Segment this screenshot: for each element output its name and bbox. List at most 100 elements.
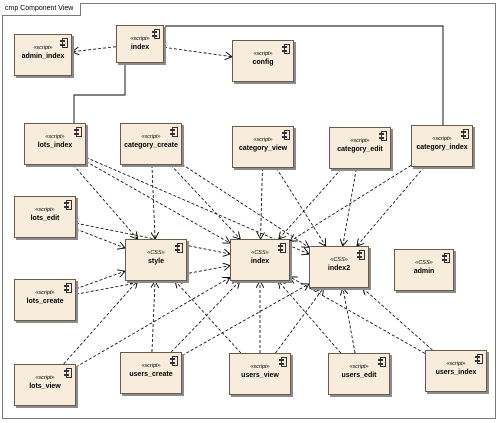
dependency-arrow-users-index-to-index-css — [290, 277, 426, 354]
dependency-arrow-category-create-to-index2-css — [181, 163, 309, 247]
stereotype: «CSS» — [415, 260, 433, 266]
stereotype: «script» — [253, 137, 273, 143]
component-icon — [64, 368, 72, 378]
dependency-arrow-lots-view-to-style-css — [63, 281, 138, 365]
component-icon — [152, 29, 160, 39]
component-label: users_create — [129, 371, 173, 378]
component-icon — [175, 243, 183, 253]
component-label: index — [130, 44, 150, 51]
component-label: category_index — [416, 144, 468, 151]
dependency-arrow-category-edit-to-index2-css — [343, 168, 357, 246]
association-line-index-lots-index — [73, 63, 126, 123]
component-label: users_view — [241, 372, 279, 379]
stereotype: «script» — [33, 45, 53, 51]
component-icon — [170, 356, 178, 366]
stereotype: «CSS» — [330, 257, 348, 263]
component-lots-create[interactable]: «script» lots_create — [14, 279, 76, 321]
component-icon — [74, 127, 82, 137]
component-admin-css[interactable]: «CSS» admin — [394, 249, 454, 291]
component-icon — [379, 131, 387, 141]
component-label: lots_edit — [30, 215, 60, 222]
component-icon — [357, 250, 365, 260]
component-users-index[interactable]: «script» users_index — [425, 350, 487, 392]
component-index-css[interactable]: «CSS» index — [230, 239, 290, 281]
component-category-edit[interactable]: «script» category_edit — [329, 127, 391, 169]
component-category-create[interactable]: «script» category_create — [120, 123, 182, 165]
dependency-arrow-category-edit-to-index-css — [279, 168, 342, 239]
component-icon — [60, 38, 68, 48]
component-config[interactable]: «script» config — [232, 40, 294, 82]
stereotype: «script» — [35, 207, 55, 213]
dependency-arrow-index-script-to-config — [163, 46, 232, 56]
dependency-arrow-lots-edit-to-style-css — [75, 228, 125, 248]
dependency-arrow-users-create-to-index2-css — [181, 284, 309, 356]
component-label: category_view — [238, 145, 288, 152]
dependency-arrow-users-view-to-style-css — [175, 281, 242, 354]
component-category-index[interactable]: «script» category_index — [411, 125, 473, 167]
stereotype: «script» — [35, 375, 55, 381]
stereotype: «script» — [349, 364, 369, 370]
stereotype: «script» — [253, 51, 273, 57]
component-icon — [64, 200, 72, 210]
stereotype: «script» — [446, 361, 466, 367]
dependency-arrow-category-create-to-index-css — [170, 164, 241, 239]
component-index2-css[interactable]: «CSS» index2 — [309, 246, 369, 288]
stereotype: «script» — [350, 138, 370, 144]
dependency-arrow-users-edit-to-index2-css — [343, 288, 356, 354]
component-icon — [378, 357, 386, 367]
stereotype: «script» — [141, 134, 161, 140]
component-category-view[interactable]: «script» category_view — [232, 126, 294, 168]
component-icon — [282, 130, 290, 140]
dependency-arrow-users-view-to-index2-css — [275, 288, 324, 354]
frame-label: cmp Component View — [2, 3, 82, 16]
dependency-edges — [63, 46, 433, 368]
component-users-view[interactable]: «script» users_view — [229, 353, 291, 395]
dependency-arrow-lots-index-to-index2-css — [85, 157, 309, 254]
component-admin-index[interactable]: «script» admin_index — [14, 34, 72, 76]
component-label: config — [252, 59, 274, 66]
component-users-edit[interactable]: «script» users_edit — [328, 353, 390, 395]
dependency-arrow-users-index-to-index2-css — [363, 288, 433, 351]
component-index-script[interactable]: «script» index — [116, 25, 164, 63]
dependency-arrow-lots-create-to-index-css — [75, 266, 230, 295]
dependency-arrow-category-index-to-index-css — [290, 165, 412, 241]
stereotype: «script» — [432, 136, 452, 142]
component-label: users_index — [435, 369, 477, 376]
stereotype: «script» — [45, 134, 65, 140]
dependency-arrow-category-create-to-style-css — [152, 164, 155, 239]
component-icon — [461, 129, 469, 139]
stereotype: «script» — [141, 363, 161, 369]
stereotype: «CSS» — [147, 250, 165, 256]
component-style-css[interactable]: «CSS» style — [125, 239, 187, 281]
stereotype: «script» — [250, 364, 270, 370]
component-users-create[interactable]: «script» users_create — [120, 352, 182, 394]
component-label: admin — [413, 268, 435, 275]
component-label: index2 — [327, 265, 351, 272]
dependency-arrow-category-view-to-index2-css — [275, 167, 325, 246]
component-icon — [278, 243, 286, 253]
component-label: lots_index — [37, 142, 73, 149]
dependency-arrow-users-create-to-index-css — [170, 281, 239, 353]
component-icon — [64, 283, 72, 293]
stereotype: «script» — [130, 36, 150, 42]
component-icon — [282, 44, 290, 54]
component-label: index — [250, 258, 270, 265]
component-lots-view[interactable]: «script» lots_view — [14, 364, 76, 406]
component-icon — [279, 357, 287, 367]
component-lots-index[interactable]: «script» lots_index — [24, 123, 86, 165]
component-label: style — [148, 258, 164, 265]
dependency-arrow-lots-create-to-style-css — [75, 271, 125, 290]
dependency-arrow-lots-edit-to-index-css — [75, 222, 230, 254]
dependency-arrow-lots-index-to-index-css — [85, 161, 230, 243]
component-icon — [475, 354, 483, 364]
component-label: admin_index — [21, 53, 65, 60]
association-line-index-category-index — [165, 25, 444, 125]
stereotype: «script» — [35, 290, 55, 296]
dependency-arrow-lots-index-to-style-css — [72, 164, 137, 239]
component-lots-edit[interactable]: «script» lots_edit — [14, 196, 76, 238]
component-label: lots_view — [29, 383, 61, 390]
component-icon — [170, 127, 178, 137]
component-label: category_create — [124, 142, 178, 149]
